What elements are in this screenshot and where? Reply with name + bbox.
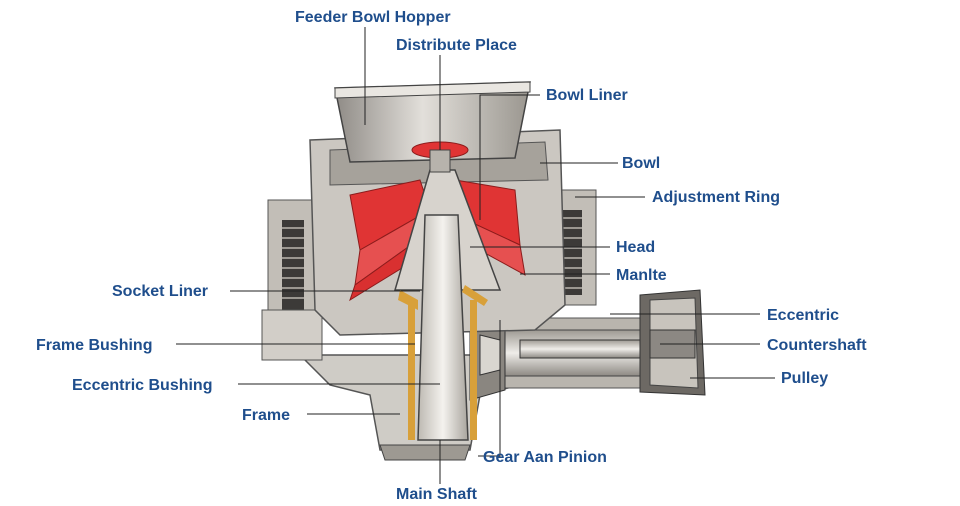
adjustment-ring-left [261, 199, 323, 361]
label-feeder-bowl-hopper: Feeder Bowl Hopper [295, 9, 451, 26]
label-mantle: Manlte [616, 267, 667, 284]
feeder-hopper-part [334, 81, 531, 163]
label-frame-bushing: Frame Bushing [36, 337, 152, 354]
label-socket-liner: Socket Liner [112, 283, 208, 300]
label-head: Head [616, 239, 655, 256]
label-countershaft: Countershaft [767, 337, 867, 354]
label-eccentric-bushing: Eccentric Bushing [72, 377, 212, 394]
bushing-part [398, 285, 488, 440]
leader-lines [176, 27, 775, 484]
label-eccentric: Eccentric [767, 307, 839, 324]
label-gear-pinion: Gear Aan Pinion [483, 449, 607, 466]
label-bowl-liner: Bowl Liner [546, 87, 628, 104]
label-main-shaft: Main Shaft [396, 486, 478, 503]
label-distribute-place: Distribute Place [396, 37, 517, 54]
pulley-part [639, 289, 706, 396]
label-pulley: Pulley [781, 370, 828, 387]
label-frame: Frame [242, 407, 290, 424]
label-bowl: Bowl [622, 155, 660, 172]
label-adjustment-ring: Adjustment Ring [652, 189, 780, 206]
